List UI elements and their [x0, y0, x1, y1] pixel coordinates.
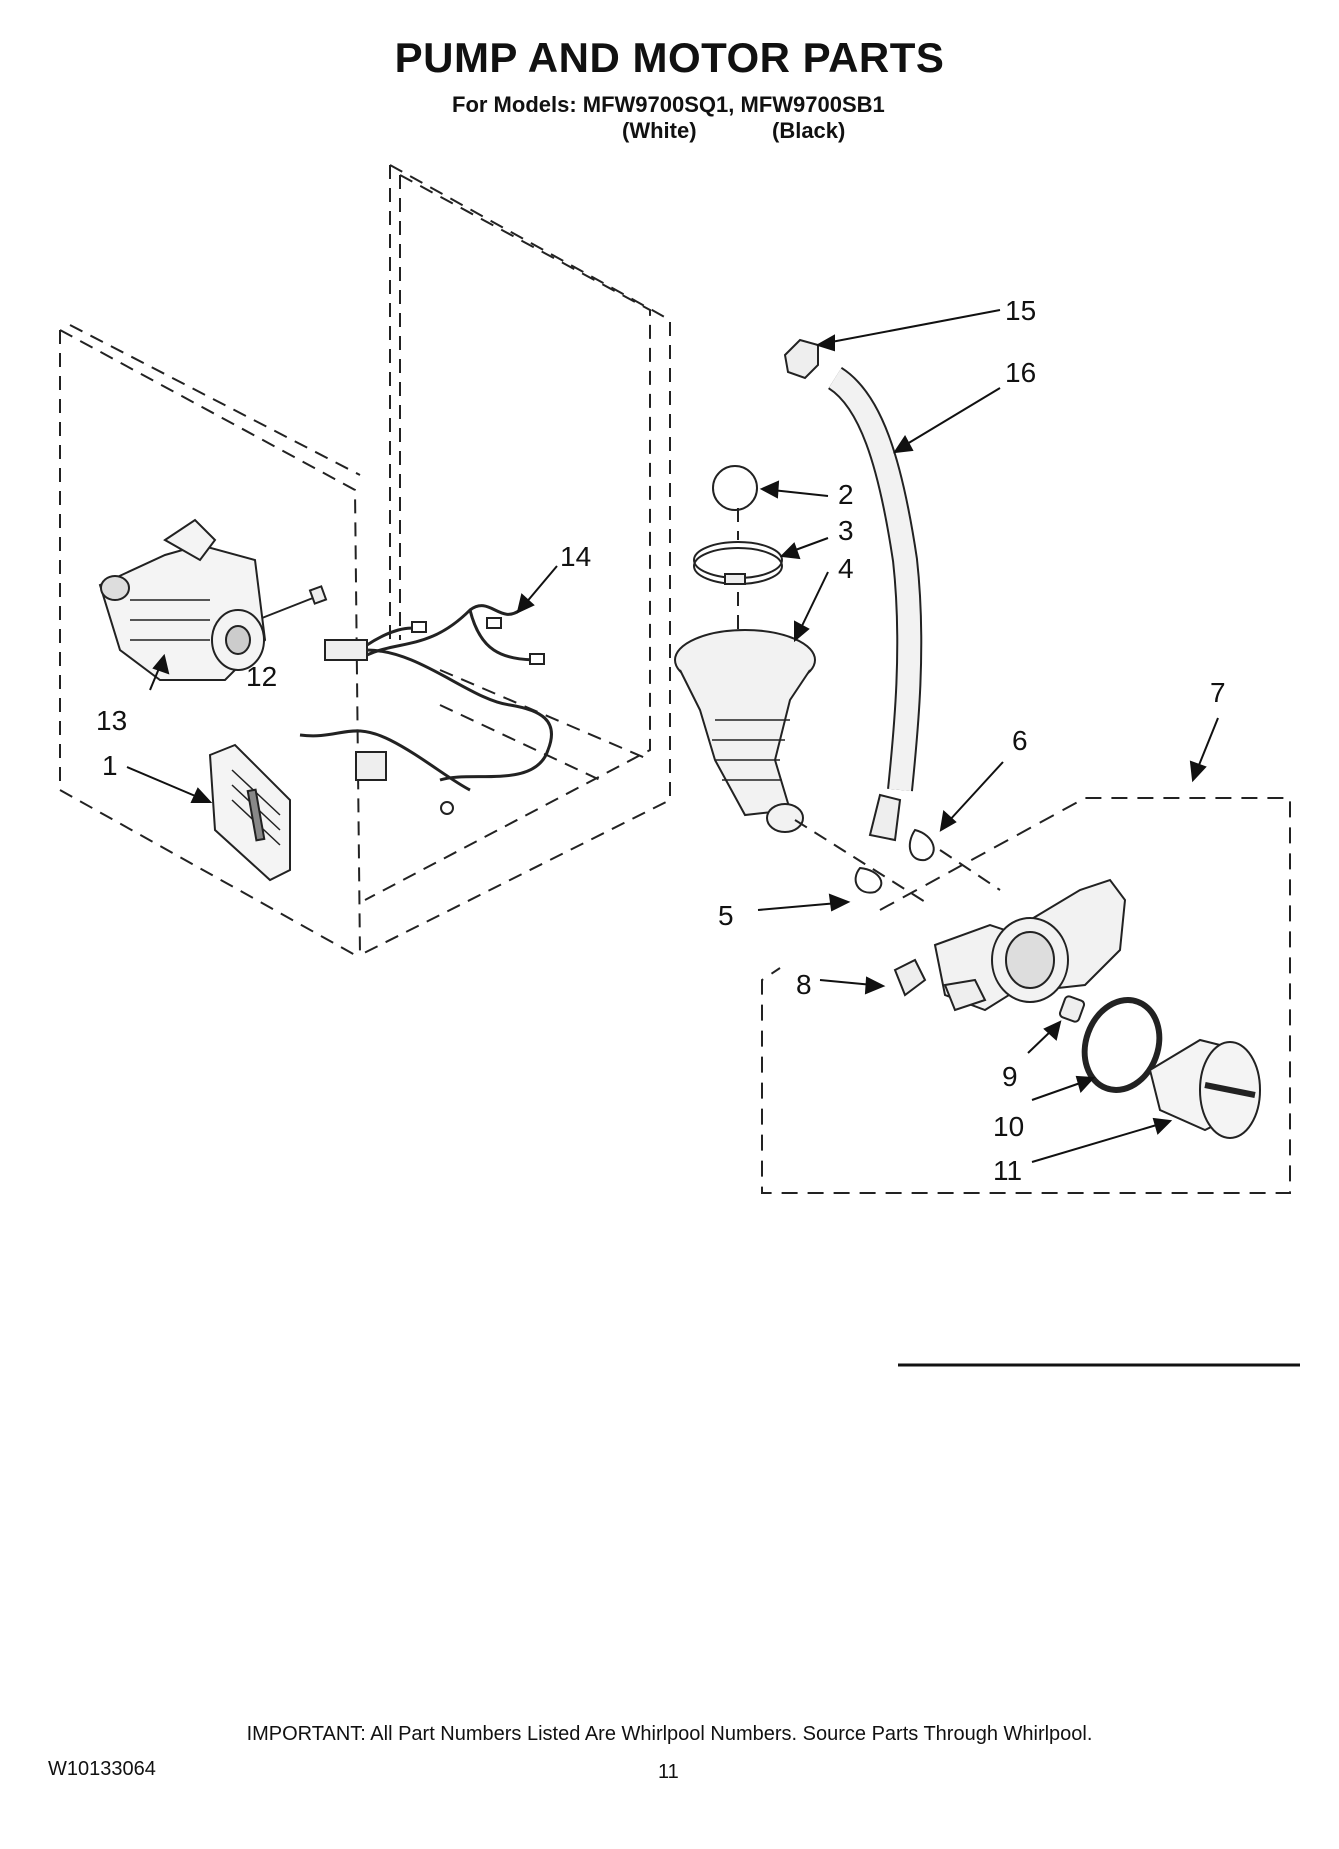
motor-control-part-1 [208, 743, 291, 882]
motor-part-13 [98, 518, 267, 681]
callout-3: 3 [838, 515, 854, 546]
callout-9: 9 [1002, 1061, 1018, 1092]
wire-harness-part-14 [299, 604, 554, 815]
cabinet-outline [59, 164, 671, 956]
hose-clamp-part-6 [908, 828, 935, 862]
plug-part-9 [1058, 995, 1086, 1023]
variant-black-label: (Black) [772, 118, 846, 143]
page-title: PUMP AND MOTOR PARTS [394, 34, 945, 81]
clamp-ring-part-3 [693, 541, 783, 585]
bolt-part-12 [261, 585, 328, 619]
hose-clamp-part-5 [854, 866, 883, 894]
callout-7: 7 [1210, 677, 1226, 708]
callout-11: 11 [993, 1155, 1022, 1186]
callout-8: 8 [796, 969, 812, 1000]
hose-part-16 [827, 367, 923, 842]
document-id: W10133064 [48, 1758, 156, 1780]
assembly-box [761, 797, 1291, 1194]
pump-bracket-part-8 [893, 958, 987, 1012]
callout-4: 4 [838, 553, 854, 584]
callout-10: 10 [993, 1111, 1024, 1142]
callout-14: 14 [560, 541, 591, 572]
callout-12: 12 [246, 661, 277, 692]
models-line: For Models: MFW9700SQ1, MFW9700SB1 [452, 92, 885, 117]
filter-part-11 [1148, 1038, 1261, 1139]
callout-2: 2 [838, 479, 854, 510]
callout-1: 1 [102, 750, 118, 781]
variant-white-label: (White) [622, 118, 697, 143]
ball-part-2 [712, 465, 758, 511]
callout-16: 16 [1005, 357, 1036, 388]
leader-arrows [126, 309, 1219, 1163]
page-number: 11 [658, 1761, 679, 1783]
callout-15: 15 [1005, 295, 1036, 326]
callout-5: 5 [718, 900, 734, 931]
seal-part-10 [1081, 997, 1163, 1093]
clamp-part-15 [783, 338, 819, 380]
bellows-part-4 [674, 629, 816, 833]
callout-13: 13 [96, 705, 127, 736]
callout-6: 6 [1012, 725, 1028, 756]
footer-note: IMPORTANT: All Part Numbers Listed Are W… [246, 1723, 1093, 1745]
